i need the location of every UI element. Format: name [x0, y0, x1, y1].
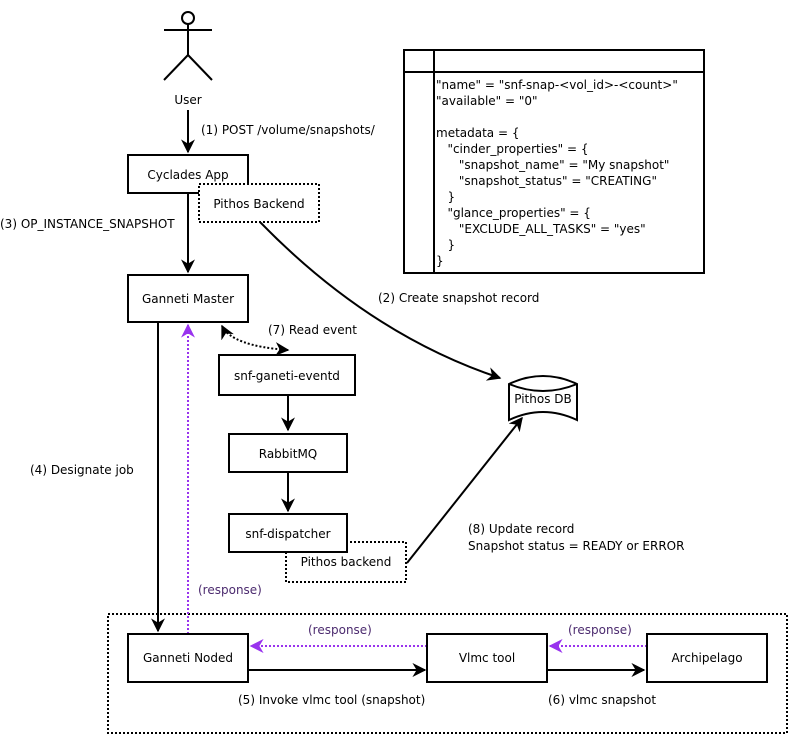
archipelago-label: Archipelago: [671, 651, 742, 665]
step6-label: (6) vlmc snapshot: [548, 693, 656, 707]
archipelago-node: [646, 633, 768, 683]
step8-label-line1: (8) Update record: [468, 522, 574, 536]
step7-label: (7) Read event: [268, 323, 357, 337]
ganneti-master-node: [127, 274, 249, 323]
pithos-db-node: [508, 375, 578, 422]
step2-label: (2) Create snapshot record: [378, 291, 539, 305]
record-table-line: }: [436, 190, 455, 204]
step4-label: (4) Designate job: [30, 463, 134, 477]
pithos-backend-top-node: [198, 183, 320, 223]
response-vlmc-label: (response): [568, 623, 632, 637]
record-table-line: "name" = "snf-snap-<vol_id>-<count>": [436, 78, 678, 92]
record-table-line: "cinder_properties" = {: [436, 142, 589, 156]
edge-master-eventd: [221, 324, 290, 357]
record-table-line: "snapshot_status" = "CREATING": [436, 174, 657, 188]
record-table-line: }: [436, 254, 444, 268]
snf-dispatcher-label: snf-dispatcher: [245, 527, 330, 541]
record-table-line: "available" = "0": [436, 94, 538, 108]
record-table-line: "glance_properties" = {: [436, 206, 591, 220]
snf-ganeti-eventd-node: [218, 354, 356, 396]
rabbitmq-label: RabbitMQ: [259, 447, 318, 461]
edge-pithos-backend-to-db-update: [406, 416, 523, 564]
pithos-db-label: Pithos DB: [514, 392, 572, 406]
response-master-label: (response): [198, 583, 262, 597]
vlmc-tool-label: Vlmc tool: [459, 651, 515, 665]
user-actor-icon: [163, 11, 213, 81]
edge-pithos-backend-to-db: [259, 221, 502, 381]
rabbitmq-node: [228, 433, 348, 473]
step5-label: (5) Invoke vlmc tool (snapshot): [238, 693, 425, 707]
record-table-line: "EXCLUDE_ALL_TASKS" = "yes": [436, 222, 646, 236]
noded-group-box: [107, 613, 788, 734]
step1-label: (1) POST /volume/snapshots/: [201, 123, 376, 137]
record-table-body: "name" = "snf-snap-<vol_id>-<count>" "ava…: [436, 78, 678, 268]
record-table-line: metadata = {: [436, 126, 519, 140]
response-noded-label: (response): [308, 623, 372, 637]
step3-label: (3) OP_INSTANCE_SNAPSHOT: [0, 217, 175, 231]
snf-dispatcher-node: [228, 513, 348, 553]
vlmc-tool-node: [426, 633, 548, 683]
snf-ganeti-eventd-label: snf-ganeti-eventd: [234, 369, 340, 383]
cyclades-app-label: Cyclades App: [147, 168, 228, 182]
record-table-line: }: [436, 238, 455, 252]
ganneti-master-label: Ganneti Master: [142, 292, 234, 306]
record-table-line: "snapshot_name" = "My snapshot": [436, 158, 669, 172]
ganneti-noded-node: [127, 633, 249, 683]
user-label: User: [174, 93, 201, 107]
step8-label-line2: Snapshot status = READY or ERROR: [468, 539, 684, 553]
ganneti-noded-label: Ganneti Noded: [143, 651, 233, 665]
pithos-backend-bottom-label: Pithos backend: [301, 555, 392, 569]
pithos-backend-top-label: Pithos Backend: [213, 197, 304, 211]
snapshot-record-table: [403, 49, 705, 274]
